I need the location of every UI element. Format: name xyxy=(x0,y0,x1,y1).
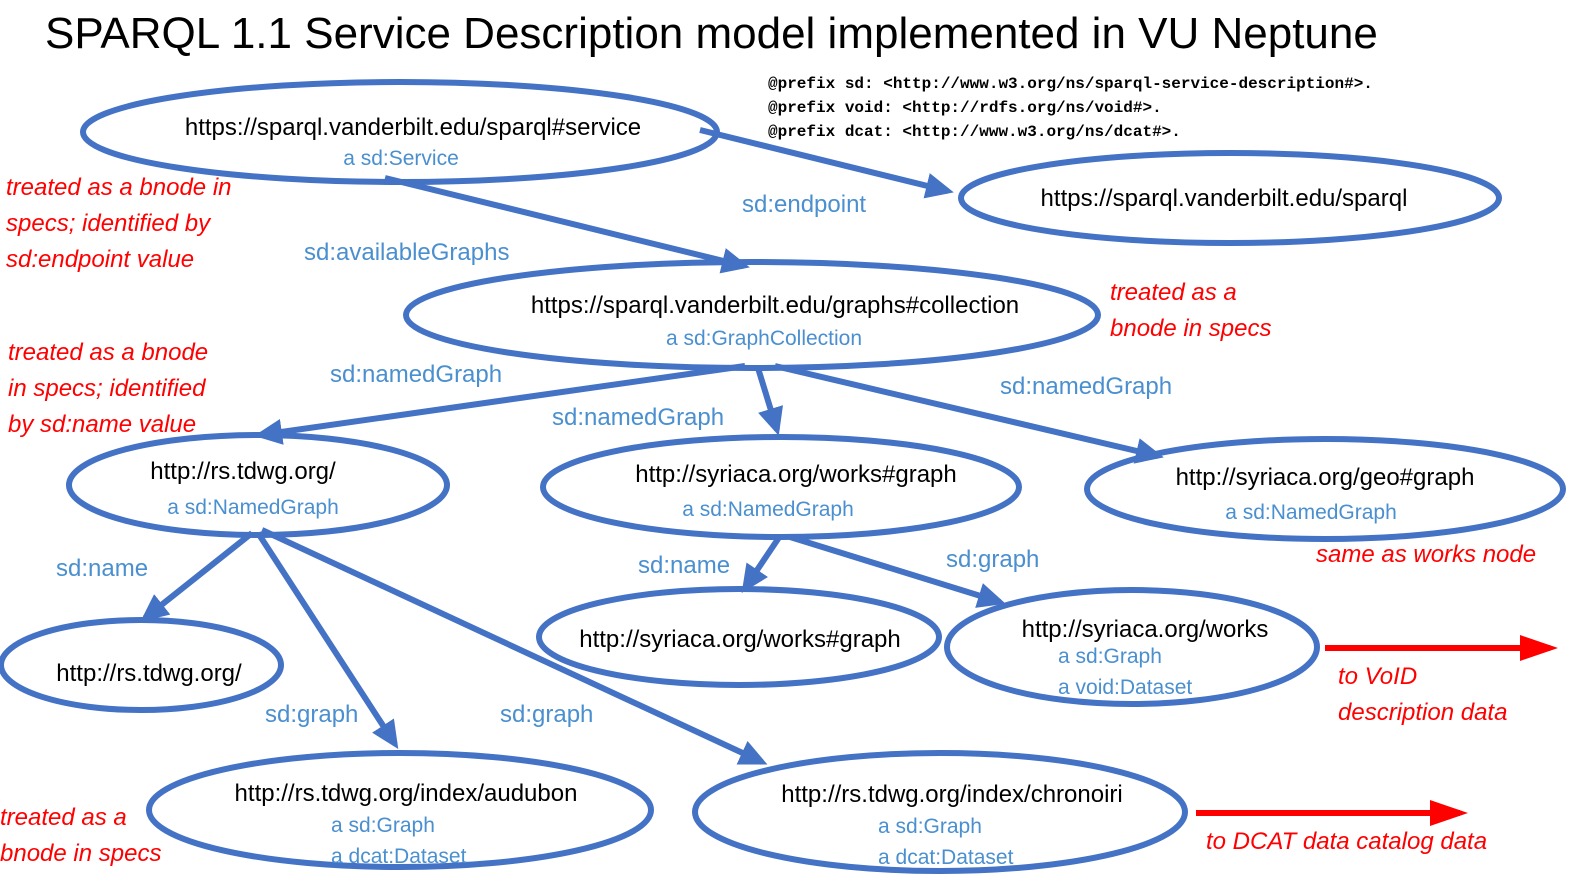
edge-label-named-graph-3: sd:namedGraph xyxy=(1000,373,1172,400)
node-chronoiri-type-1: a sd:Graph xyxy=(878,815,982,838)
node-chronoiri-type-2: a dcat:Dataset xyxy=(878,846,1014,869)
edge-tdwg-chronoiri xyxy=(260,527,768,765)
node-geo-named-label: http://syriaca.org/geo#graph xyxy=(1176,464,1475,491)
edge-service-endpoint xyxy=(699,127,954,199)
note-service-bnode-3: sd:endpoint value xyxy=(6,246,194,273)
prefix-dcat: @prefix dcat: <http://www.w3.org/ns/dcat… xyxy=(768,123,1181,141)
node-works-named: http://syriaca.org/works#graph a sd:Name… xyxy=(540,434,1022,540)
node-works-named-type: a sd:NamedGraph xyxy=(682,498,854,521)
note-service-bnode-1: treated as a bnode in xyxy=(6,174,232,201)
note-dcat: to DCAT data catalog data xyxy=(1206,828,1487,855)
edge-label-endpoint: sd:endpoint xyxy=(742,191,866,218)
node-service-shape xyxy=(80,79,720,185)
edge-collection-tdwg xyxy=(254,363,746,445)
node-collection-shape xyxy=(403,259,1101,371)
node-collection: https://sparql.vanderbilt.edu/graphs#col… xyxy=(403,259,1101,371)
node-geo-named-type: a sd:NamedGraph xyxy=(1225,501,1397,524)
prefix-sd: @prefix sd: <http://www.w3.org/ns/sparql… xyxy=(768,75,1373,93)
node-chronoiri-label: http://rs.tdwg.org/index/chronoiri xyxy=(781,781,1123,808)
edge-label-works-name: sd:name xyxy=(638,552,730,579)
edge-tdwg-audubon xyxy=(255,531,399,750)
diagram-title: SPARQL 1.1 Service Description model imp… xyxy=(45,9,1378,58)
node-works-name: http://syriaca.org/works#graph xyxy=(536,586,942,688)
note-void-2: description data xyxy=(1338,699,1507,726)
edge-service-collection xyxy=(384,175,750,274)
node-tdwg-name: http://rs.tdwg.org/ xyxy=(0,617,284,713)
edge-label-audubon-graph: sd:graph xyxy=(265,701,358,728)
node-works-named-label: http://syriaca.org/works#graph xyxy=(635,461,956,488)
edge-tdwg-name xyxy=(140,530,254,622)
node-chronoiri: http://rs.tdwg.org/index/chronoiri a sd:… xyxy=(692,750,1188,874)
node-service-label: https://sparql.vanderbilt.edu/sparql#ser… xyxy=(185,114,641,141)
node-works-name-shape xyxy=(536,586,942,688)
note-graph-bnode-1: treated as a xyxy=(0,804,127,831)
node-works-graph-type-1: a sd:Graph xyxy=(1058,645,1162,668)
node-tdwg-named-label: http://rs.tdwg.org/ xyxy=(150,458,336,485)
prefix-void: @prefix void: <http://rdfs.org/ns/void#>… xyxy=(768,99,1162,117)
edge-works-name xyxy=(741,534,783,593)
node-tdwg-name-label: http://rs.tdwg.org/ xyxy=(56,660,242,687)
node-tdwg-name-shape xyxy=(0,617,284,713)
node-endpoint-shape xyxy=(958,150,1502,246)
node-works-graph-shape xyxy=(944,587,1320,707)
node-works-graph-type-2: a void:Dataset xyxy=(1058,676,1192,699)
edge-collection-works xyxy=(755,367,783,436)
node-endpoint: https://sparql.vanderbilt.edu/sparql xyxy=(958,150,1502,246)
node-geo-named: http://syriaca.org/geo#graph a sd:NamedG… xyxy=(1084,436,1566,542)
node-works-name-label: http://syriaca.org/works#graph xyxy=(579,626,900,653)
note-named-bnode-2: in specs; identified xyxy=(8,375,206,402)
node-geo-named-shape xyxy=(1084,436,1566,542)
edge-label-chronoiri-graph: sd:graph xyxy=(500,701,593,728)
node-audubon-label: http://rs.tdwg.org/index/audubon xyxy=(235,780,578,807)
node-collection-type: a sd:GraphCollection xyxy=(666,327,862,350)
note-service-bnode-2: specs; identified by xyxy=(6,210,212,237)
node-audubon-type-2: a dcat:Dataset xyxy=(331,845,467,868)
edge-label-named-graph-2: sd:namedGraph xyxy=(552,404,724,431)
node-works-named-shape xyxy=(540,434,1022,540)
note-graph-bnode-2: bnode in specs xyxy=(0,840,161,867)
edge-label-named-graph-1: sd:namedGraph xyxy=(330,361,502,388)
note-void-1: to VoID xyxy=(1338,663,1417,690)
node-audubon-shape xyxy=(146,750,654,870)
edge-label-works-graph: sd:graph xyxy=(946,546,1039,573)
note-named-bnode-3: by sd:name value xyxy=(8,411,196,438)
note-collection-bnode-2: bnode in specs xyxy=(1110,315,1271,342)
node-works-graph: http://syriaca.org/works a sd:Graph a vo… xyxy=(944,587,1320,707)
node-tdwg-named-type: a sd:NamedGraph xyxy=(167,496,339,519)
note-geo-same: same as works node xyxy=(1316,541,1536,568)
node-tdwg-named: http://rs.tdwg.org/ a sd:NamedGraph xyxy=(66,432,450,538)
node-audubon-type-1: a sd:Graph xyxy=(331,814,435,837)
node-tdwg-named-shape xyxy=(66,432,450,538)
node-endpoint-label: https://sparql.vanderbilt.edu/sparql xyxy=(1041,185,1408,212)
edge-collection-geo xyxy=(774,363,1164,464)
note-named-bnode-1: treated as a bnode xyxy=(8,339,208,366)
edge-works-graph xyxy=(789,534,1006,608)
note-collection-bnode-1: treated as a xyxy=(1110,279,1237,306)
edge-label-tdwg-name: sd:name xyxy=(56,555,148,582)
node-chronoiri-shape xyxy=(692,750,1188,874)
node-works-graph-label: http://syriaca.org/works xyxy=(1022,616,1269,643)
node-service-type: a sd:Service xyxy=(343,147,459,170)
edge-label-available-graphs: sd:availableGraphs xyxy=(304,239,509,266)
node-service: https://sparql.vanderbilt.edu/sparql#ser… xyxy=(80,79,720,185)
node-collection-label: https://sparql.vanderbilt.edu/graphs#col… xyxy=(531,292,1019,319)
node-audubon: http://rs.tdwg.org/index/audubon a sd:Gr… xyxy=(146,750,654,870)
